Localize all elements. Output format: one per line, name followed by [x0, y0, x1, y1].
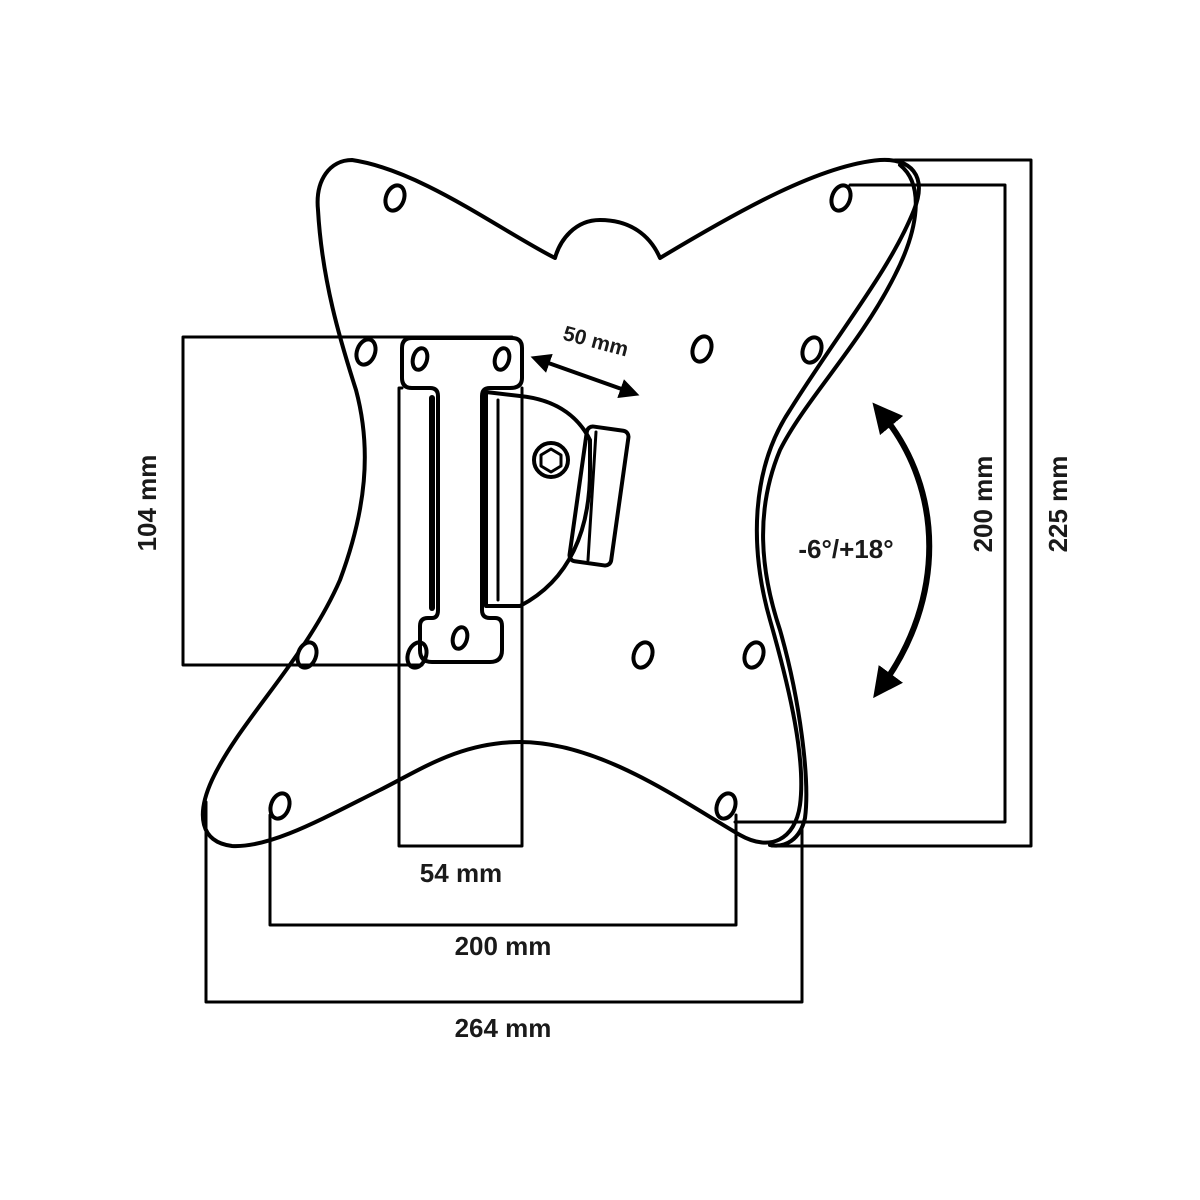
- dimension-104-bracket: [181, 335, 514, 667]
- offset-arrow-icon: [530, 353, 640, 399]
- mount-hole: [829, 183, 853, 213]
- hex-bolt-icon: [532, 441, 570, 479]
- dimension-225-bracket: [770, 158, 1033, 848]
- mount-hole: [354, 337, 378, 367]
- wall-plate-hole: [410, 346, 430, 372]
- tilt-hinge-arm: [484, 390, 592, 608]
- mount-hole: [800, 335, 824, 365]
- dimension-50-label: 50 mm: [561, 322, 631, 361]
- wall-plate: [400, 336, 524, 664]
- dimension-104-label: 104 mm: [132, 455, 162, 552]
- dimension-54-bracket: [397, 386, 524, 848]
- hex-bolt-head: [539, 447, 563, 474]
- mount-hole: [631, 640, 655, 670]
- dimension-200-vertical-label: 200 mm: [968, 456, 998, 553]
- mount-hole: [742, 640, 766, 670]
- dimension-200-horizontal-bracket: [268, 813, 738, 927]
- mount-hole: [690, 334, 714, 364]
- mount-hole: [295, 640, 319, 670]
- tilt-arrow-icon: [872, 402, 933, 699]
- dimension-200-vertical-bracket: [733, 183, 1007, 824]
- dimension-225-label: 225 mm: [1043, 456, 1073, 553]
- mount-hole: [383, 183, 407, 213]
- mount-hole: [714, 791, 738, 821]
- dimension-264-bracket: [204, 800, 804, 1004]
- tilt-clamp-edge: [586, 430, 598, 562]
- tilt-range-label: -6°/+18°: [798, 534, 893, 564]
- tilt-clamp: [567, 424, 631, 568]
- dimension-54-label: 54 mm: [420, 858, 502, 888]
- wall-plate-hole: [492, 346, 512, 372]
- mount-hole: [268, 791, 292, 821]
- dimension-264-label: 264 mm: [455, 1013, 552, 1043]
- mount-plate-outline: [200, 157, 921, 849]
- wall-plate-hole: [450, 625, 470, 651]
- dimension-200-horizontal-label: 200 mm: [455, 931, 552, 961]
- mount-plate-edge: [761, 163, 918, 848]
